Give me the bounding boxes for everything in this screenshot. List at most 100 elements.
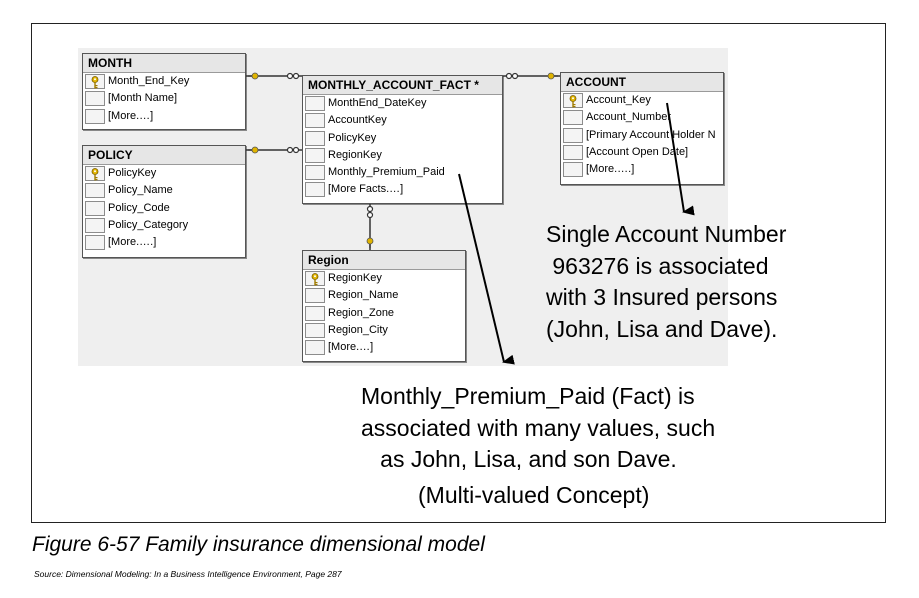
table-title: MONTH: [83, 54, 245, 73]
table-row[interactable]: AccountKey: [303, 112, 502, 129]
figure-source: Source: Dimensional Modeling: In a Busin…: [34, 569, 342, 579]
row-selector: [563, 127, 583, 143]
table-row[interactable]: Policy_Name: [83, 182, 245, 199]
row-selector: [305, 271, 325, 286]
table-row[interactable]: Policy_Category: [83, 217, 245, 234]
table-title: MONTHLY_ACCOUNT_FACT *: [303, 76, 502, 95]
column-name: PolicyKey: [108, 167, 157, 179]
row-selector: [85, 91, 105, 107]
row-selector: [305, 305, 325, 321]
key-icon: [311, 273, 319, 286]
key-connector-icon: [248, 72, 259, 80]
column-name: [More.…]: [328, 341, 374, 354]
table-row[interactable]: [Month Name]: [83, 90, 245, 107]
column-name: [Account Open Date]: [586, 145, 689, 158]
row-selector: [563, 110, 583, 126]
row-selector: [305, 96, 325, 111]
relationship-fact-region[interactable]: [366, 204, 374, 250]
column-name: Policy_Category: [108, 218, 189, 231]
table-monthly-account-fact[interactable]: MONTHLY_ACCOUNT_FACT * MonthEnd_DateKey …: [302, 75, 503, 204]
column-name: RegionKey: [328, 148, 382, 161]
annotation-arrow-fact: [458, 173, 515, 365]
column-name: [More.….]: [586, 163, 635, 176]
column-name: Policy_Name: [108, 184, 173, 197]
row-selector: [563, 93, 583, 108]
key-connector-icon: [547, 72, 558, 80]
column-name: [More Facts.…]: [328, 183, 404, 196]
account-annotation: Single Account Number 963276 is associat…: [546, 221, 787, 342]
annotation-arrow-account: [666, 102, 695, 216]
column-name: RegionKey: [328, 272, 382, 284]
table-row[interactable]: Region_Name: [303, 287, 465, 304]
column-name: Policy_Code: [108, 201, 170, 214]
table-row[interactable]: [More.…]: [303, 339, 465, 356]
table-row[interactable]: Monthly_Premium_Paid: [303, 164, 502, 181]
table-row[interactable]: [More Facts.…]: [303, 181, 502, 198]
table-policy[interactable]: POLICY PolicyKey Policy_Name Policy_Code…: [82, 145, 246, 258]
row-selector: [305, 130, 325, 146]
table-row[interactable]: Account_Number: [561, 109, 723, 126]
table-row[interactable]: [Primary Account Holder N: [561, 127, 723, 144]
fact-annotation-concept: (Multi-valued Concept): [418, 482, 650, 508]
relationship-fact-account[interactable]: [503, 72, 560, 80]
table-row[interactable]: [More.….]: [561, 161, 723, 178]
column-name: [More.….]: [108, 236, 157, 249]
table-row[interactable]: [More.…]: [83, 108, 245, 125]
table-row[interactable]: Region_Zone: [303, 305, 465, 322]
row-selector: [305, 322, 325, 338]
key-icon: [91, 76, 99, 89]
table-title: POLICY: [83, 146, 245, 165]
table-account[interactable]: ACCOUNT Account_Key Account_Number [Prim…: [560, 72, 724, 185]
row-selector: [305, 340, 325, 356]
column-name: [More.…]: [108, 109, 154, 122]
column-name: Account_Key: [586, 94, 651, 106]
column-name: PolicyKey: [328, 131, 377, 144]
infinity-connector-icon: [366, 205, 374, 219]
column-name: [Month Name]: [108, 92, 178, 105]
table-row[interactable]: Policy_Code: [83, 200, 245, 217]
row-selector: [85, 166, 105, 181]
infinity-connector-icon: [286, 72, 300, 80]
table-row[interactable]: RegionKey: [303, 147, 502, 164]
table-row[interactable]: Account_Key: [561, 92, 723, 109]
table-row[interactable]: PolicyKey: [83, 165, 245, 182]
column-name: Account_Number: [586, 111, 671, 124]
column-name: AccountKey: [328, 114, 387, 127]
column-name: Month_End_Key: [108, 75, 190, 87]
infinity-connector-icon: [505, 72, 519, 80]
column-name: Region_Zone: [328, 306, 395, 319]
table-row[interactable]: PolicyKey: [303, 130, 502, 147]
table-row[interactable]: RegionKey: [303, 270, 465, 287]
column-name: Region_City: [328, 323, 388, 336]
relationship-month-fact[interactable]: [246, 72, 302, 80]
key-icon: [569, 95, 577, 108]
row-selector: [85, 235, 105, 251]
table-row[interactable]: [Account Open Date]: [561, 144, 723, 161]
table-region[interactable]: Region RegionKey Region_Name Region_Zone…: [302, 250, 466, 362]
row-selector: [305, 288, 325, 304]
row-selector: [563, 162, 583, 178]
row-selector: [305, 165, 325, 181]
row-selector: [305, 147, 325, 163]
relationship-policy-fact[interactable]: [246, 146, 302, 154]
fact-annotation: Monthly_Premium_Paid (Fact) is associate…: [361, 383, 716, 472]
row-selector: [563, 144, 583, 160]
table-month[interactable]: MONTH Month_End_Key [Month Name] [More.……: [82, 53, 246, 130]
column-name: Region_Name: [328, 289, 399, 302]
row-selector: [305, 182, 325, 198]
figure-caption: Figure 6-57 Family insurance dimensional…: [32, 533, 485, 556]
table-row[interactable]: Month_End_Key: [83, 73, 245, 90]
row-selector: [85, 200, 105, 216]
column-name: MonthEnd_DateKey: [328, 97, 427, 109]
row-selector: [85, 183, 105, 199]
infinity-connector-icon: [286, 146, 300, 154]
key-connector-icon: [248, 146, 259, 154]
table-row[interactable]: MonthEnd_DateKey: [303, 95, 502, 112]
row-selector: [85, 74, 105, 89]
table-row[interactable]: [More.….]: [83, 234, 245, 251]
table-row[interactable]: Region_City: [303, 322, 465, 339]
row-selector: [305, 113, 325, 129]
key-icon: [91, 168, 99, 181]
table-title: Region: [303, 251, 465, 270]
